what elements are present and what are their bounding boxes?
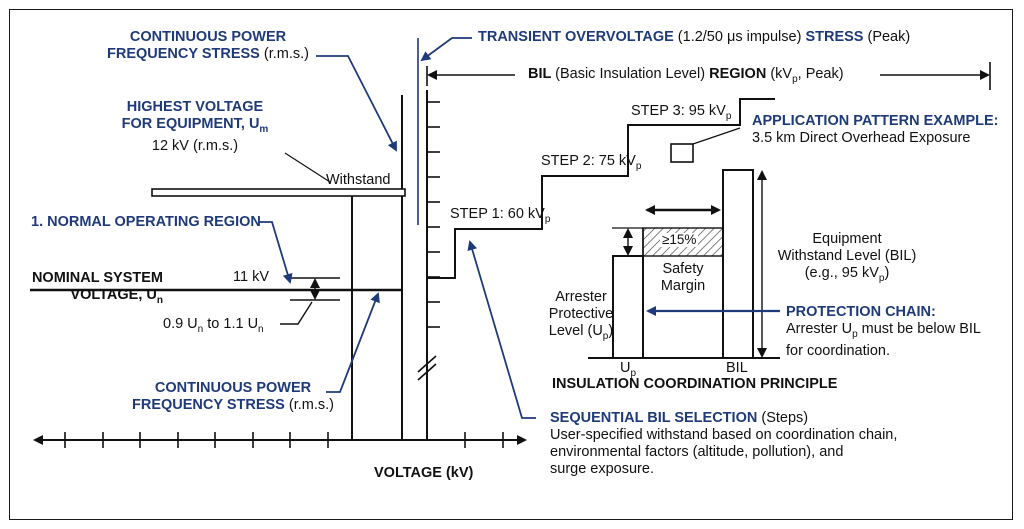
safety-margin-label: Safety Margin [660,261,706,294]
sequential-bil-label: SEQUENTIAL BIL SELECTION (Steps) User-sp… [550,410,898,477]
normal-region-label: 1. NORMAL OPERATING REGION [31,214,261,230]
bil-step-staircase [427,98,775,279]
bil-region-label: BIL (Basic Insulation Level) REGION (kVp… [528,66,844,85]
impulse-axis-ticks [427,101,440,328]
cont-bottom-label: CONTINUOUS POWER FREQUENCY STRESS (r.m.s… [132,380,334,413]
transient-label: TRANSIENT OVERVOLTAGE (1.2/50 μs impulse… [478,29,911,45]
bil-region-dimension [426,62,991,90]
up-tick-label: Up [620,360,637,379]
cont-top-arrow [316,55,397,152]
um-pointer-line [284,152,331,183]
margin-percent: ≥15% [660,232,699,247]
seq-bil-arrow [467,240,536,419]
protection-chain-label: PROTECTION CHAIN: Arrester Up must be be… [786,304,981,359]
withstand-label: Withstand [326,172,391,188]
coordination-chart [588,169,780,359]
step1-label: STEP 1: 60 kVp [450,206,551,225]
step3-label: STEP 3: 95 kVp [631,103,732,122]
application-pattern-box [670,143,694,163]
nominal-label: NOMINAL SYSTEM VOLTAGE, Un [31,270,163,306]
cont-bottom-arrow [326,292,380,393]
bil-tick-label: BIL [726,360,748,376]
equipment-withstand-label: Equipment Withstand Level (BIL) (e.g., 9… [777,231,917,284]
range-label: 0.9 Un to 1.1 Un [163,316,264,335]
cont-top-label: CONTINUOUS POWER FREQUENCY STRESS (r.m.s… [107,29,309,62]
normal-region-arrow [258,221,293,284]
arrester-level-label: Arrester Protective Level (Up) [548,289,614,342]
voltage-axis [33,432,527,448]
um-label: HIGHEST VOLTAGE FOR EQUIPMENT, Um 12 kV … [121,99,269,154]
coordination-principle-title: INSULATION COORDINATION PRINCIPLE [552,376,838,392]
axis-break-marks [417,355,437,381]
application-pattern-label: APPLICATION PATTERN EXAMPLE: 3.5 km Dire… [752,113,999,146]
step2-label: STEP 2: 75 kVp [541,153,642,172]
diagram-frame [9,9,1013,520]
voltage-axis-label: VOLTAGE (kV) [374,465,474,481]
transient-arrow [420,37,472,62]
v11-label: 11 kV [233,269,270,285]
withstand-bar [151,188,406,197]
